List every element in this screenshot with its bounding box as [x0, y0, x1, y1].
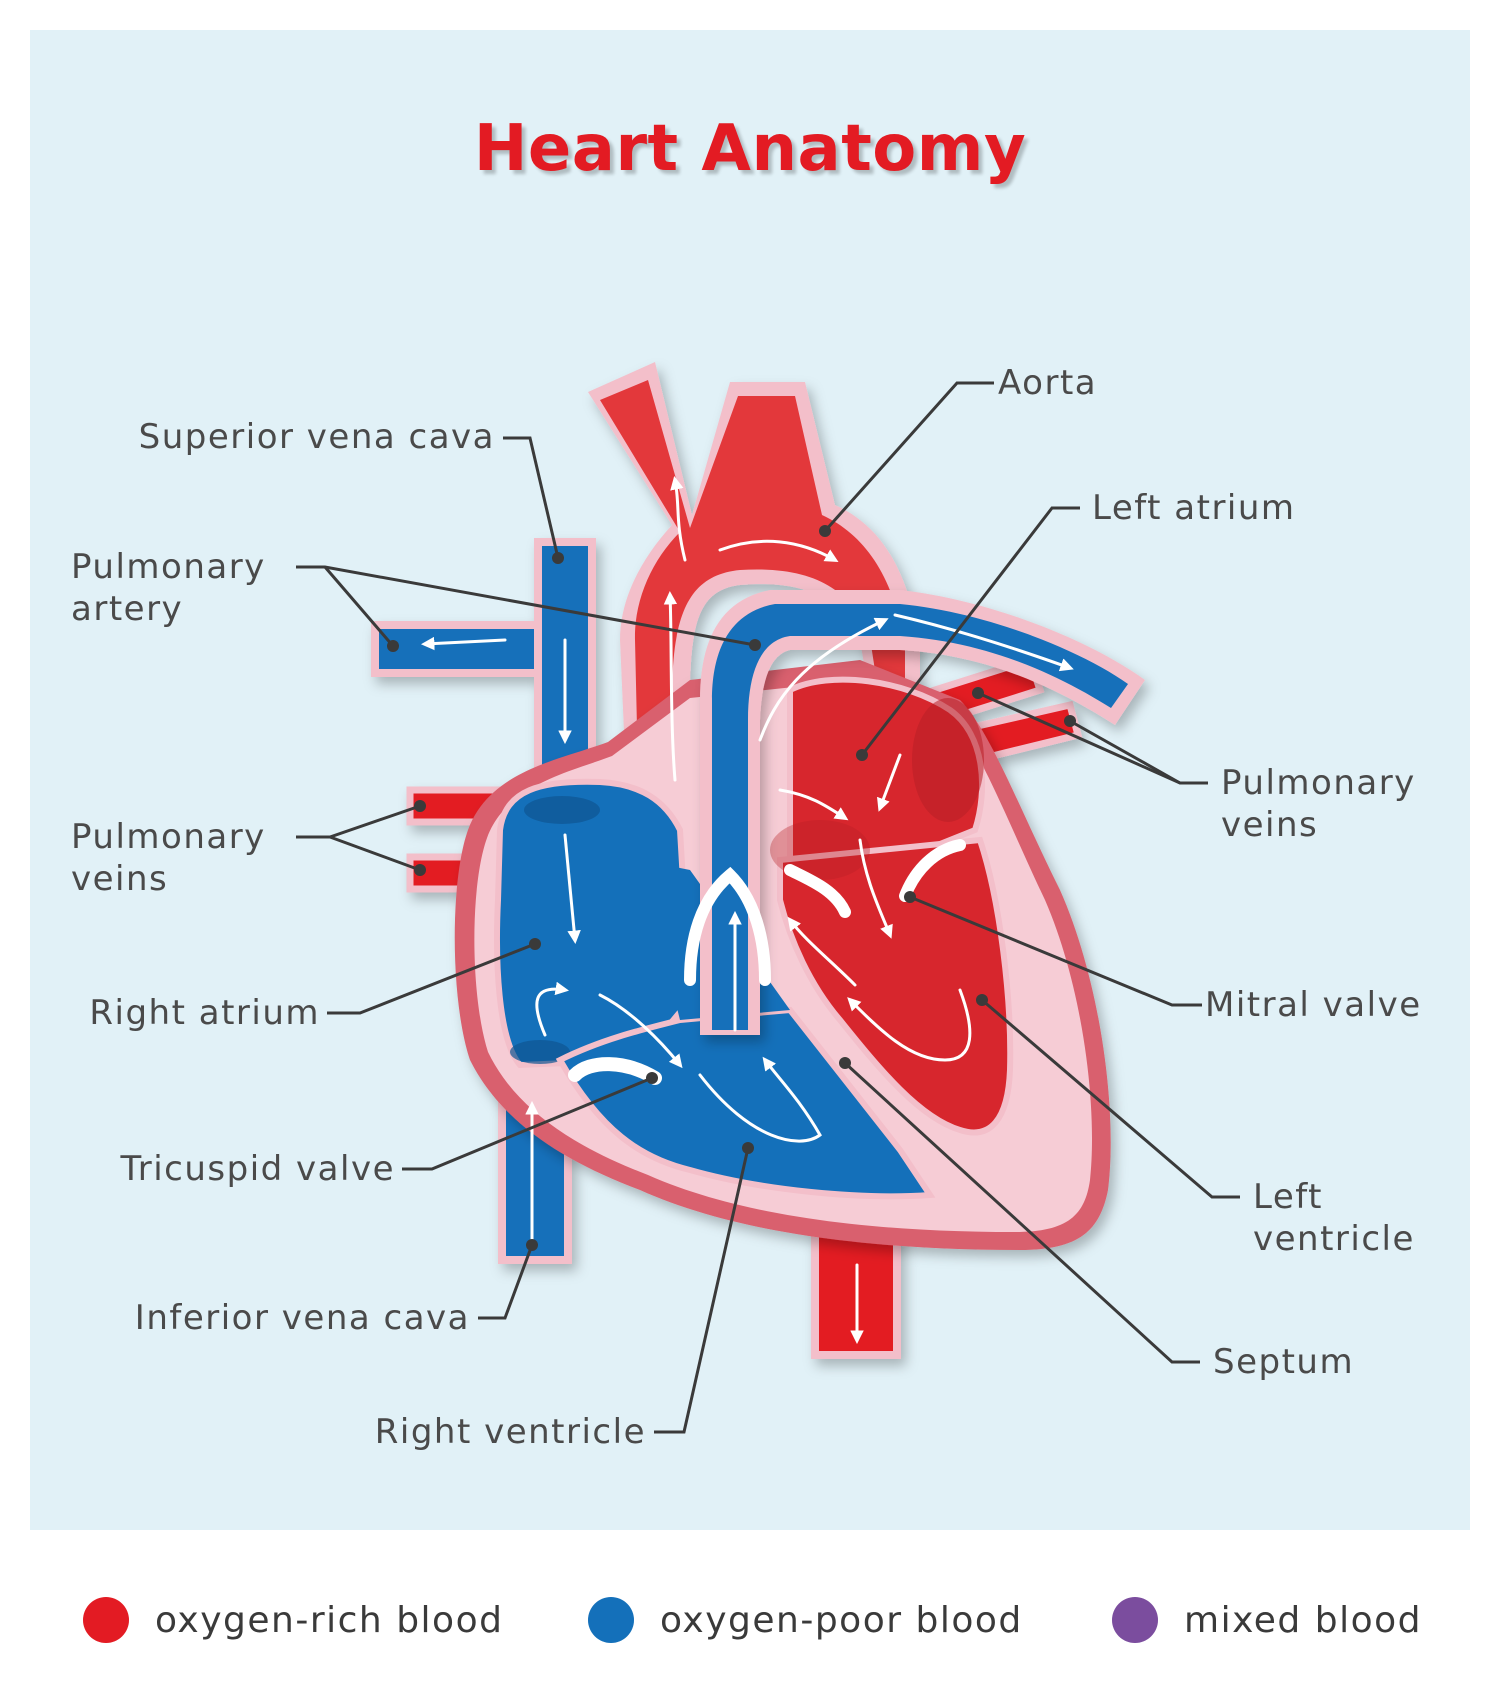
heart-diagram — [296, 362, 1240, 1434]
label-pulmonary-veins-left: Pulmonary veins — [71, 817, 266, 899]
legend-item-oxygen-poor: oxygen-poor blood — [588, 1580, 1023, 1660]
legend-label-mixed: mixed blood — [1184, 1599, 1422, 1641]
leader-left-ventricle — [981, 998, 1240, 1199]
label-right-ventricle: Right ventricle — [374, 1412, 646, 1452]
legend: oxygen-rich blood oxygen-poor blood mixe… — [0, 1580, 1500, 1660]
legend-dot-oxygen-poor — [588, 1597, 634, 1643]
mitral-valve-shape — [899, 839, 966, 902]
label-aorta: Aorta — [998, 363, 1098, 403]
right-atrium-chamber — [494, 778, 694, 1069]
leader-mitral-valve — [909, 895, 1202, 1007]
right-ventricle-chamber — [555, 1006, 936, 1200]
legend-dot-oxygen-rich — [83, 1597, 129, 1643]
tricuspid-valve-shape — [568, 1057, 662, 1085]
legend-item-mixed: mixed blood — [1112, 1580, 1422, 1660]
leader-septum — [843, 1061, 1200, 1364]
legend-label-oxygen-rich: oxygen-rich blood — [155, 1599, 504, 1641]
label-right-atrium: Right atrium — [89, 993, 320, 1033]
flow-arrows — [420, 476, 1074, 1345]
label-superior-vena-cava: Superior vena cava — [138, 417, 495, 457]
leader-pulmonary-veins-left — [296, 804, 421, 839]
pulmonary-valve-shape — [684, 866, 771, 986]
label-inferior-vena-cava: Inferior vena cava — [134, 1298, 470, 1338]
legend-label-oxygen-poor: oxygen-poor blood — [660, 1599, 1023, 1641]
leader-tricuspid-valve — [402, 1076, 653, 1171]
pulmonary-artery-left-branch — [371, 621, 544, 677]
label-septum: Septum — [1213, 1342, 1355, 1382]
label-pulmonary-artery: Pulmonary artery — [71, 547, 266, 629]
valves — [568, 839, 966, 1085]
label-tricuspid-valve: Tricuspid valve — [120, 1149, 395, 1189]
leader-superior-vena-cava — [503, 436, 560, 559]
leader-inferior-vena-cava — [478, 1244, 534, 1320]
leader-aorta — [823, 381, 994, 532]
aortic-valve-shape — [784, 864, 851, 918]
leader-lines — [296, 381, 1240, 1434]
leader-right-ventricle — [654, 1147, 750, 1434]
label-left-ventricle: Left ventricle — [1253, 1177, 1415, 1259]
label-mitral-valve: Mitral valve — [1205, 985, 1422, 1025]
diagram-title: Heart Anatomy — [473, 112, 1027, 186]
legend-dot-mixed — [1112, 1597, 1158, 1643]
leader-right-atrium — [327, 942, 536, 1015]
legend-item-oxygen-rich: oxygen-rich blood — [83, 1580, 503, 1660]
leader-dots — [387, 525, 1076, 1251]
label-pulmonary-veins-right: Pulmonary veins — [1221, 763, 1416, 845]
leader-left-atrium — [860, 506, 1080, 756]
label-left-atrium: Left atrium — [1092, 488, 1296, 528]
